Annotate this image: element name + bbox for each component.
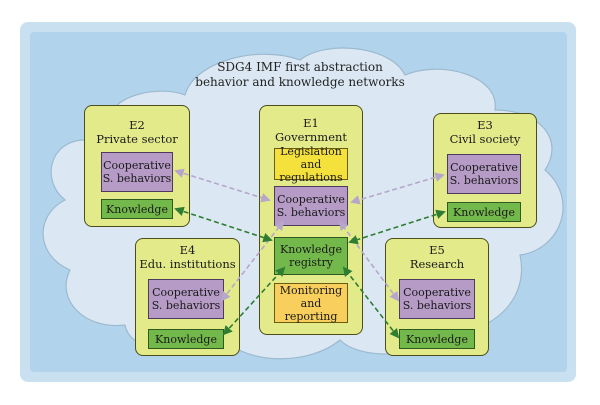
entity-e4-id: E4 [179, 243, 196, 257]
entity-e3-id: E3 [477, 118, 493, 132]
e4-knowledge: Knowledge [148, 329, 224, 349]
e1-monitoring-reporting: Monitoring and reporting [274, 283, 348, 323]
link-knowledge-e3-e1 [348, 209, 446, 245]
link-behavior-e3-e1 [350, 172, 445, 205]
entity-e4-name: Edu. institutions [139, 257, 236, 271]
entity-e2-name: Private sector [96, 132, 178, 146]
entity-e2-private-sector: E2 Private sector Cooperative S. behavio… [84, 105, 190, 227]
e3-knowledge: Knowledge [447, 202, 521, 222]
link-knowledge-e2-e1 [174, 206, 273, 243]
entity-e1-name: Government [274, 130, 348, 144]
e3-cooperative-behaviors: Cooperative S. behaviors [447, 154, 521, 194]
entity-e3-name: Civil society [449, 132, 521, 146]
entity-e5-id: E5 [429, 243, 445, 257]
entity-e5-name: Research [409, 257, 465, 271]
entity-e1-id: E1 [303, 116, 319, 130]
e2-cooperative-behaviors: Cooperative S. behaviors [101, 152, 173, 192]
diagram-title: SDG4 IMF first abstraction behavior and … [195, 60, 405, 89]
e5-cooperative-behaviors: Cooperative S. behaviors [399, 279, 475, 319]
link-behavior-e2-e1 [174, 168, 271, 203]
link-behavior-e5-e1 [338, 220, 400, 302]
entity-e3-civil-society: E3 Civil society Cooperative S. behavior… [433, 113, 537, 228]
entity-e5-research: E5 Research Cooperative S. behaviors Kno… [385, 238, 489, 356]
link-knowledge-e5-e1 [342, 266, 400, 339]
e1-knowledge-registry: Knowledge registry [274, 237, 348, 275]
e2-knowledge: Knowledge [101, 199, 173, 219]
link-knowledge-e4-e1 [222, 266, 286, 336]
entity-e4-edu-institutions: E4 Edu. institutions Cooperative S. beha… [135, 238, 240, 356]
e1-cooperative-behaviors: Cooperative S. behaviors [274, 186, 348, 226]
e4-cooperative-behaviors: Cooperative S. behaviors [148, 279, 224, 319]
entity-e2-id: E2 [129, 118, 145, 132]
e5-knowledge: Knowledge [399, 329, 475, 349]
